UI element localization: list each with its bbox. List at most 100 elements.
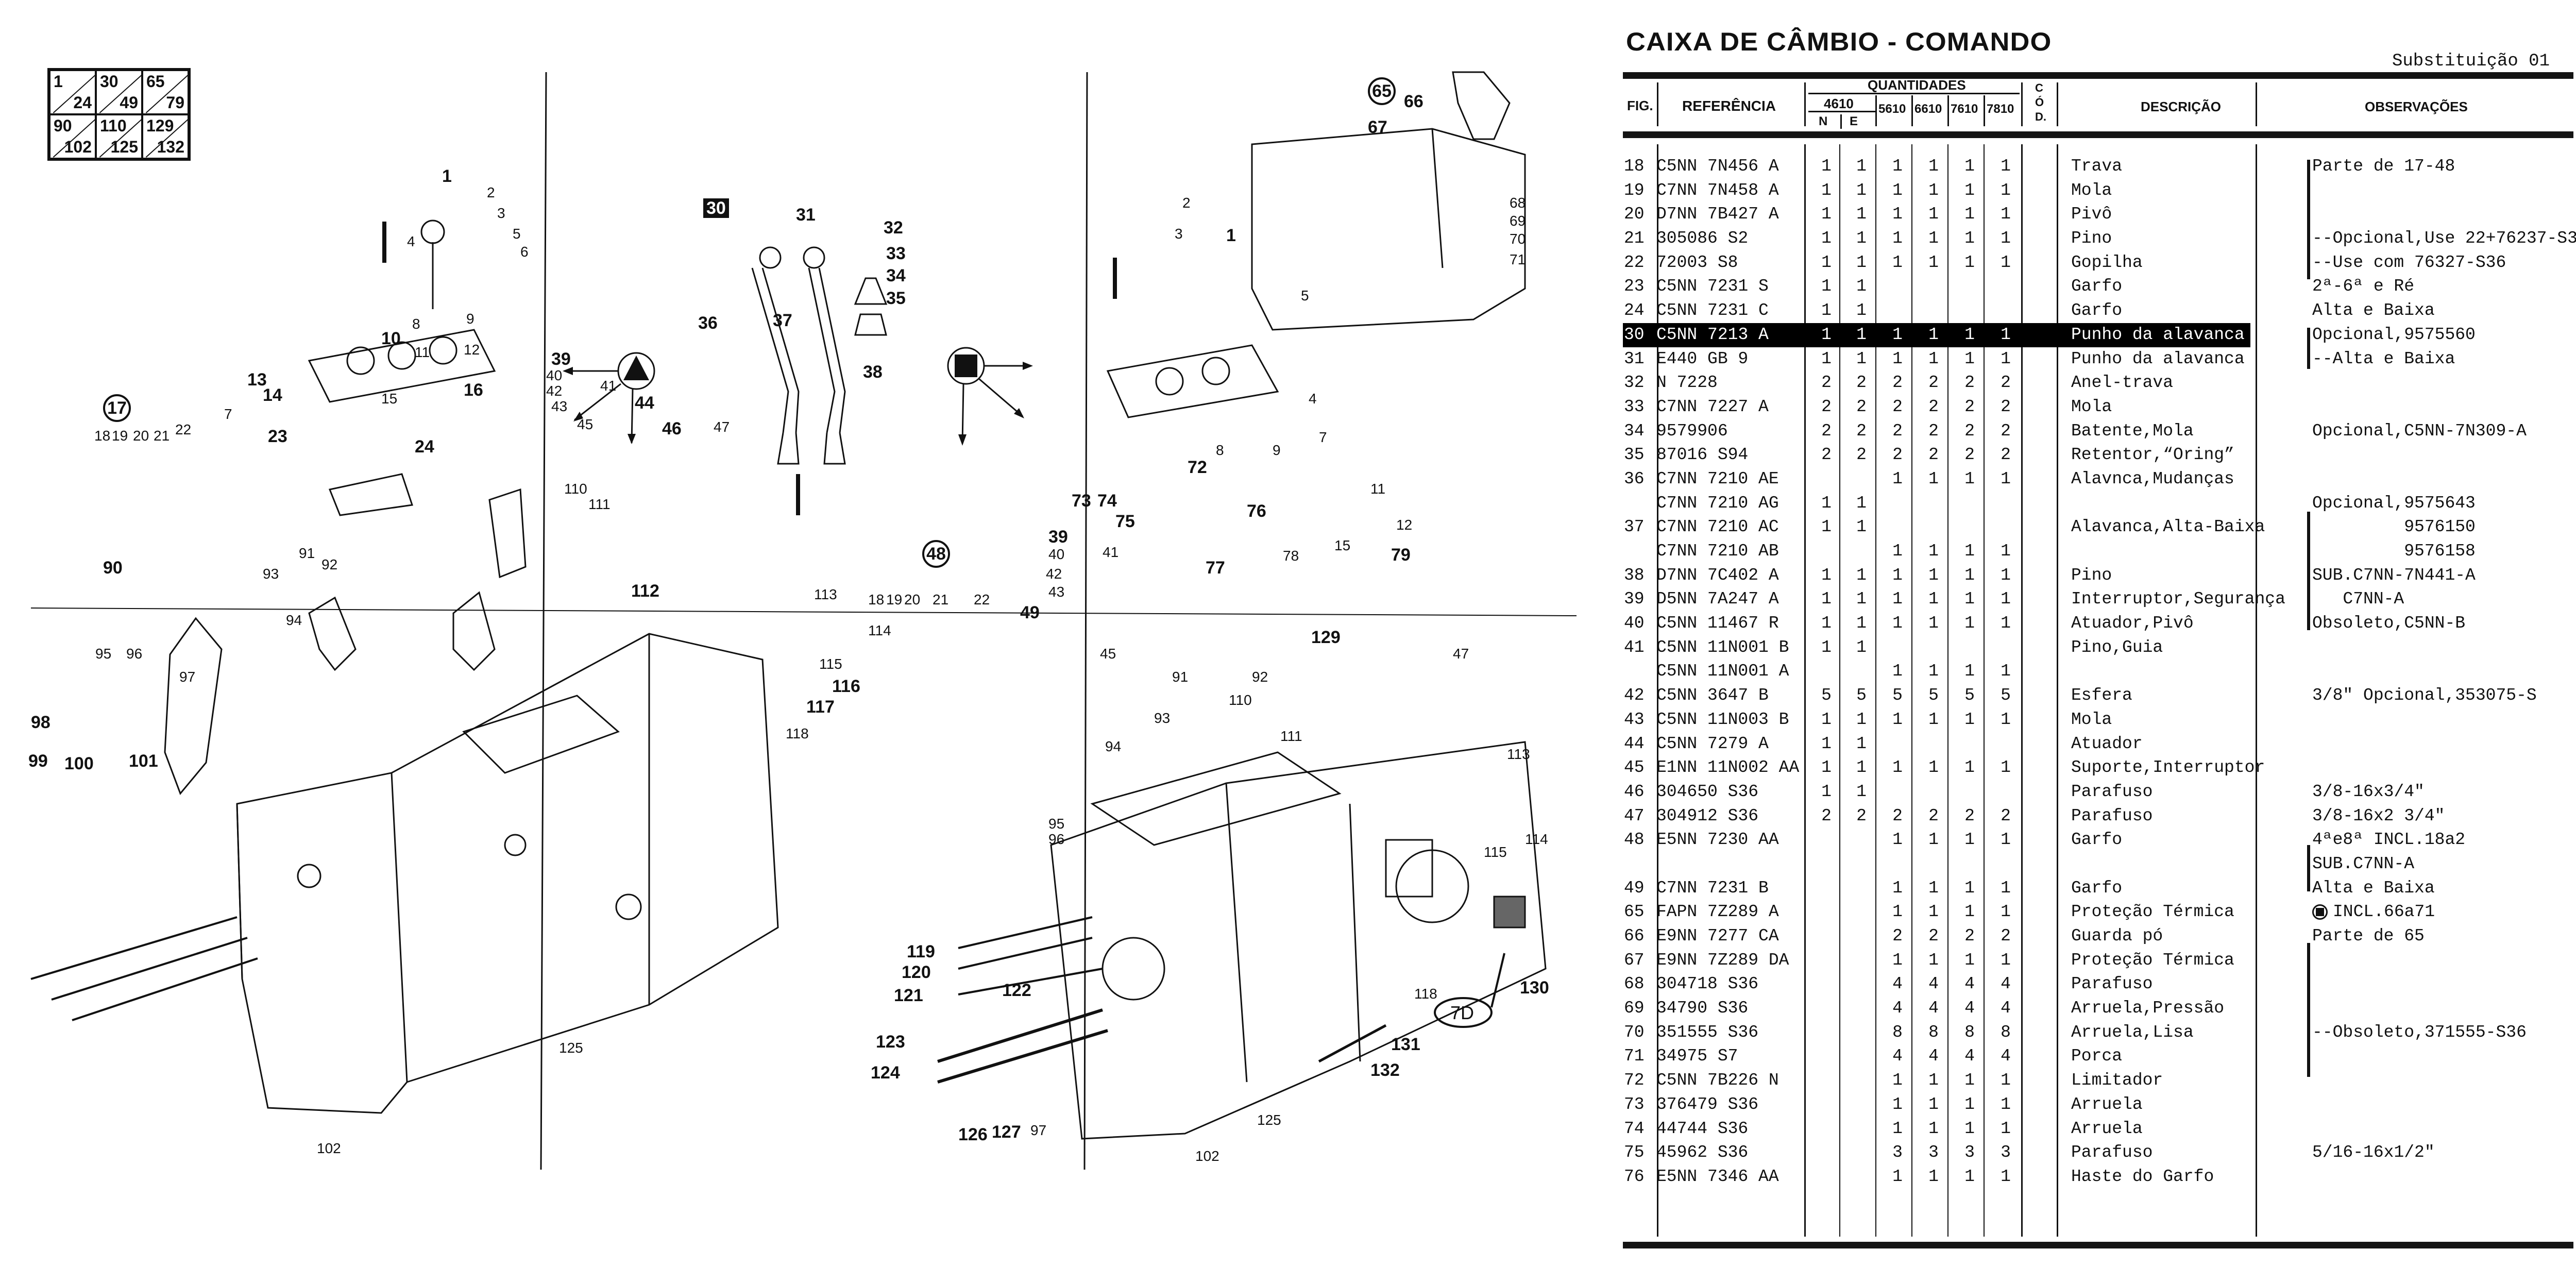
cell-description: Proteção Térmica — [2071, 902, 2234, 922]
cell-fig: 66 — [1624, 926, 1645, 946]
callout-right-69: 69 — [1510, 213, 1526, 229]
cell-reference: E9NN 7Z289 DA — [1656, 950, 1789, 970]
cell-quantity: 1 — [1964, 325, 1975, 344]
cell-quantity: 1 — [2001, 878, 2011, 898]
cell-quantity: 1 — [1928, 157, 1939, 176]
cell-reference: D7NN 7B427 A — [1656, 205, 1779, 224]
legend-from: 1 — [54, 72, 63, 91]
cell-quantity: 2 — [1856, 445, 1867, 465]
cell-quantity: 1 — [1892, 469, 1903, 488]
header-top-rule — [1623, 72, 2573, 79]
callout-left-115: 115 — [819, 656, 842, 672]
cell-quantity: 1 — [1928, 662, 1939, 681]
gear-lever-base — [777, 432, 800, 465]
cell-quantity: 1 — [1892, 1167, 1903, 1186]
cell-quantity: 1 — [1892, 758, 1903, 778]
cell-description: Interruptor,Segurança — [2071, 589, 2285, 609]
legend-to: 125 — [110, 138, 138, 156]
callout-left-116: 116 — [832, 677, 860, 696]
actuator — [488, 488, 527, 579]
callout-right-39: 39 — [1048, 527, 1068, 547]
cell-fig: 36 — [1624, 469, 1645, 488]
callout-levers-37: 37 — [773, 311, 792, 330]
observation-text: 2ª-6ª e Ré — [2312, 277, 2415, 296]
arrow-head-icon — [573, 412, 583, 421]
observation-bracket — [2307, 943, 2310, 1077]
cell-reference: C5NN 7N456 A — [1656, 157, 1779, 176]
cell-quantity: 1 — [2001, 180, 2011, 200]
callout-left-1: 1 — [442, 166, 452, 186]
cell-quantity: 1 — [1928, 229, 1939, 248]
column-divider — [1839, 144, 1840, 1237]
cell-quantity: 1 — [1892, 830, 1903, 850]
table-row[interactable]: SUB.C7NN-A — [1623, 852, 2573, 876]
thermal-shroud — [1251, 128, 1526, 331]
bracket — [328, 473, 413, 516]
housing-bore — [297, 864, 321, 888]
cell-quantity: 1 — [1856, 517, 1867, 537]
cell-quantity: 2 — [1856, 421, 1867, 441]
callout-right-126: 126 — [958, 1125, 988, 1144]
observation-text: Opcional,9575560 — [2312, 325, 2476, 344]
cell-reference: C5NN 11N001 B — [1656, 637, 1789, 657]
cell-description: Garfo — [2071, 878, 2123, 898]
callout-right-65: 65 — [1368, 77, 1396, 105]
cell-quantity: 4 — [1964, 1046, 1975, 1066]
callout-right-71: 71 — [1510, 251, 1526, 267]
observation-text: Alta e Baixa — [2312, 301, 2435, 320]
arrow-head-icon — [628, 434, 636, 444]
cell-quantity: 1 — [2001, 542, 2011, 561]
cell-quantity: 1 — [1928, 1119, 1939, 1138]
right-housing — [1050, 741, 1547, 1140]
shaft — [958, 916, 1093, 949]
cell-observations: Opcional,9575560 — [2312, 323, 2476, 347]
callout-left-117: 117 — [806, 697, 835, 717]
observation-text: INCL.66a71 — [2333, 902, 2435, 922]
shift-fork — [164, 617, 223, 795]
cell-quantity: 1 — [1892, 1071, 1903, 1090]
cell-quantity: 2 — [2001, 421, 2011, 441]
